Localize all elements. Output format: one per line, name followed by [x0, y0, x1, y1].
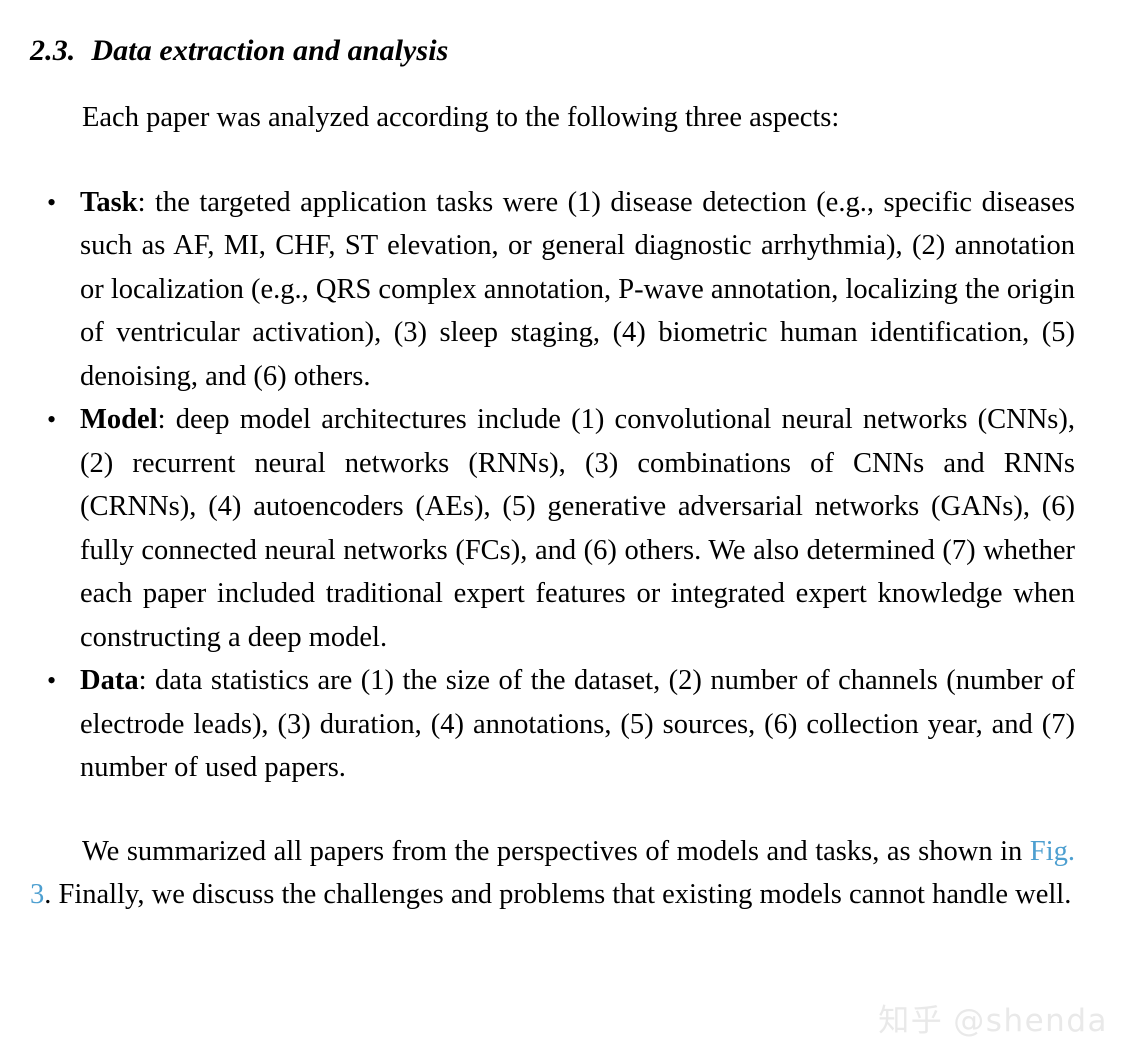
closing-text-after-link: . Finally, we discuss the challenges and… [44, 879, 1072, 910]
figure-reference-link[interactable]: Fig. 3 [30, 835, 1075, 911]
bullet-separator: : [138, 665, 147, 696]
section-title-text: Data extraction and analysis [91, 33, 449, 67]
watermark: 知乎@shenda [878, 995, 1108, 1040]
bullet-lead-task: Task [80, 186, 138, 218]
body-content: Each paper was analyzed according to the… [30, 96, 1075, 917]
bullet-lead-model: Model [80, 404, 158, 435]
closing-paragraph: We summarized all papers from the perspe… [30, 830, 1075, 917]
section-number: 2.3. [30, 33, 76, 67]
closing-text-before-link: We summarized all papers from the perspe… [82, 835, 1030, 867]
bullet-text: deep model architectures include (1) con… [80, 404, 1075, 653]
watermark-site-name: 知乎 [878, 1003, 944, 1039]
bullet-separator: : [157, 404, 166, 435]
list-item: Model: deep model architectures include … [30, 398, 1075, 659]
aspects-list: Task: the targeted application tasks wer… [30, 181, 1075, 790]
intro-paragraph: Each paper was analyzed according to the… [82, 102, 840, 133]
bullet-text: data statistics are (1) the size of the … [80, 665, 1075, 783]
bullet-text: the targeted application tasks were (1) … [80, 186, 1075, 392]
bullet-separator: : [137, 186, 146, 218]
list-item: Data: data statistics are (1) the size o… [30, 659, 1075, 790]
watermark-handle: @shenda [953, 1003, 1108, 1039]
list-item: Task: the targeted application tasks wer… [30, 181, 1075, 399]
bullet-lead-data: Data [80, 665, 139, 696]
page-title: 2.3. Data extraction and analysis [30, 33, 1080, 69]
